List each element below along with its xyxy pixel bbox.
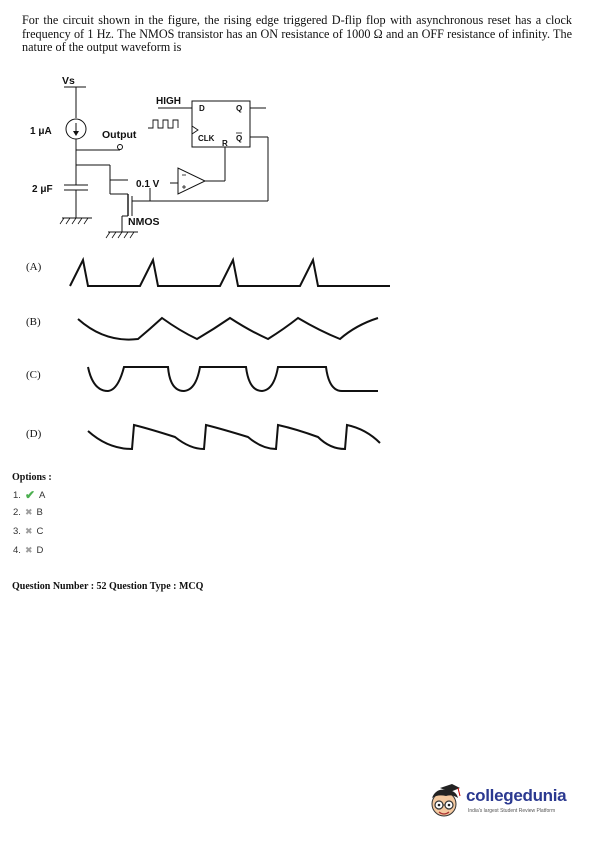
- waveform-c: [87, 366, 378, 393]
- ff-q: Q: [236, 104, 242, 113]
- brand-logo[interactable]: collegedunia India's largest Student Rev…: [426, 784, 586, 824]
- option-1[interactable]: 1. ✔ A: [13, 488, 45, 502]
- cross-icon: ✖: [24, 507, 33, 517]
- question-meta: Question Number : 52 Question Type : MCQ: [12, 581, 204, 592]
- option-number: 4.: [13, 545, 21, 556]
- option-letter: B: [36, 507, 43, 518]
- ff-r: R: [222, 139, 228, 148]
- option-4[interactable]: 4. ✖ D: [13, 545, 43, 556]
- brand-name: collegedunia: [466, 786, 567, 805]
- option-label-c: (C): [26, 369, 41, 381]
- option-number: 3.: [13, 526, 21, 537]
- cap-label: 2 μF: [32, 184, 53, 195]
- vs-label: Vs: [62, 75, 75, 87]
- check-icon: ✔: [24, 488, 35, 502]
- option-label-a: (A): [26, 261, 42, 273]
- ff-d: D: [199, 104, 205, 113]
- waveform-d: [87, 423, 381, 451]
- question-text: For the circuit shown in the figure, the…: [22, 13, 572, 55]
- output-terminal: [117, 144, 123, 150]
- output-label: Output: [102, 129, 137, 141]
- clock-symbol: [148, 119, 179, 129]
- option-number: 2.: [13, 507, 21, 518]
- option-label-b: (B): [26, 316, 41, 328]
- option-letter: D: [36, 545, 44, 556]
- options-heading: Options :: [12, 472, 52, 483]
- waveform-b: [77, 316, 379, 341]
- comparator: [177, 167, 207, 195]
- d-flip-flop: [191, 100, 251, 148]
- cross-icon: ✖: [24, 526, 33, 536]
- option-letter: C: [36, 526, 44, 537]
- ff-qbar: Q: [236, 134, 242, 143]
- option-2[interactable]: 2. ✖ B: [13, 507, 43, 518]
- mascot-icon: [431, 784, 461, 817]
- high-label: HIGH: [156, 96, 181, 107]
- brand-tagline: India's largest Student Review Platform: [468, 808, 556, 814]
- option-label-d: (D): [26, 428, 42, 440]
- ref-label: 0.1 V: [136, 179, 160, 190]
- ff-clk: CLK: [198, 134, 215, 143]
- option-number: 1.: [13, 489, 21, 501]
- cross-icon: ✖: [24, 545, 33, 555]
- option-3[interactable]: 3. ✖ C: [13, 526, 43, 537]
- nmos-label: NMOS: [128, 216, 160, 228]
- circuit-diagram: Vs 1 μA Output 2 μF NMOS 0.1 V: [30, 75, 269, 239]
- waveform-a: [69, 256, 390, 287]
- current-label: 1 μA: [30, 126, 52, 137]
- option-letter: A: [39, 489, 46, 501]
